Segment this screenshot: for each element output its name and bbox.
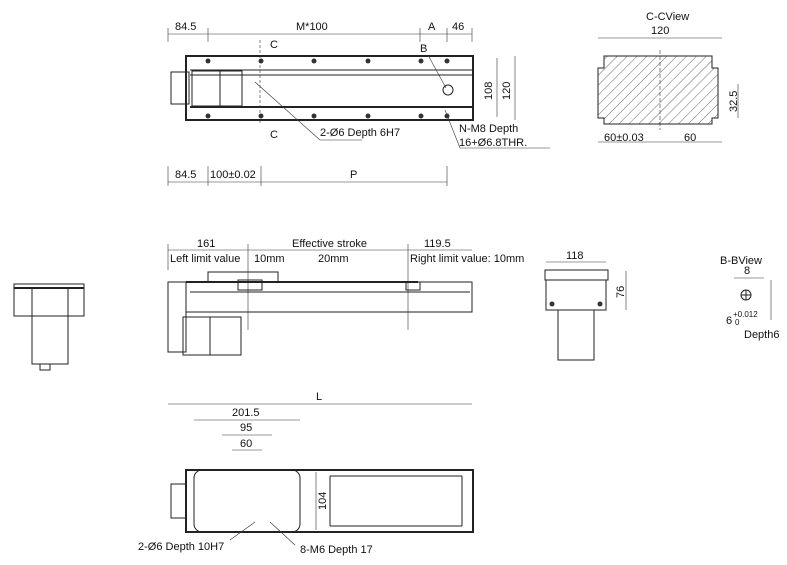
- bb-dim-width: 8: [744, 265, 750, 277]
- left-limit-label: Left limit value: [170, 253, 240, 265]
- note-pins: 2-Ø6 Depth 6H7: [320, 127, 400, 139]
- dim-84-5: 84.5: [175, 169, 196, 181]
- left-limit-mm: 10mm: [254, 253, 285, 265]
- dim-60: 60: [240, 438, 252, 450]
- dim-95: 95: [240, 422, 252, 434]
- bb-tol-lower: 0: [735, 318, 740, 327]
- cc-dim-left: 60±0.03: [604, 132, 644, 144]
- stroke-mm: 20mm: [318, 253, 349, 265]
- bb-title: B-BView: [720, 255, 762, 267]
- note-holes-2: 16+Ø6.8THR.: [459, 137, 527, 149]
- left-end-view: [13, 283, 85, 371]
- dim-left: 84.5: [175, 21, 196, 33]
- dim-a: A: [428, 21, 436, 33]
- cc-dim-height: 32.5: [728, 91, 740, 112]
- note-bottom-pins: 2-Ø6 Depth 10H7: [138, 541, 224, 553]
- dim-100: 100±0.02: [210, 169, 256, 181]
- bb-dim-dia: 6: [726, 315, 732, 327]
- dim-p: P: [350, 169, 357, 181]
- dim-pitch: M*100: [296, 21, 328, 33]
- end-dim-width: 118: [566, 250, 584, 262]
- dim-108: 108: [483, 82, 495, 100]
- dim-104: 104: [317, 492, 329, 510]
- cc-dim-right: 60: [684, 132, 696, 144]
- side-dim-left: 161: [197, 238, 215, 250]
- right-limit-label: Right limit value: 10mm: [410, 253, 524, 265]
- end-dim-height: 76: [615, 286, 627, 298]
- effective-stroke-label: Effective stroke: [292, 238, 367, 250]
- bb-view: B-BView 8 6 +0.012 0 Depth6: [720, 255, 779, 341]
- section-c-top: C: [270, 39, 278, 51]
- cc-dim-width: 120: [651, 25, 669, 37]
- bb-depth: Depth6: [744, 329, 779, 341]
- cc-title: C-CView: [646, 11, 689, 23]
- cc-view: C-CView 120 32.5 60±0.03 60: [597, 11, 740, 144]
- top-view: 84.5 M*100 A 46 C C B 2-Ø6 Depth 6H7 N-M…: [167, 21, 550, 186]
- end-view: 118 76: [544, 250, 627, 361]
- dim-120: 120: [501, 82, 513, 100]
- section-c-bottom: C: [270, 129, 278, 141]
- note-bottom-taps: 8-M6 Depth 17: [300, 544, 373, 556]
- side-dim-right: 119.5: [424, 238, 451, 250]
- bb-tol-upper: +0.012: [733, 310, 758, 319]
- dim-201-5: 201.5: [232, 407, 260, 419]
- label-b: B: [420, 43, 427, 55]
- bottom-view: L 201.5 95 60 104 2-Ø6 Depth 10H7 8-M6 D…: [138, 391, 474, 556]
- dim-right: 46: [452, 21, 464, 33]
- note-holes-1: N-M8 Depth: [459, 123, 518, 135]
- dim-l: L: [316, 391, 322, 403]
- side-view: 161 Effective stroke 119.5 Left limit va…: [167, 238, 524, 356]
